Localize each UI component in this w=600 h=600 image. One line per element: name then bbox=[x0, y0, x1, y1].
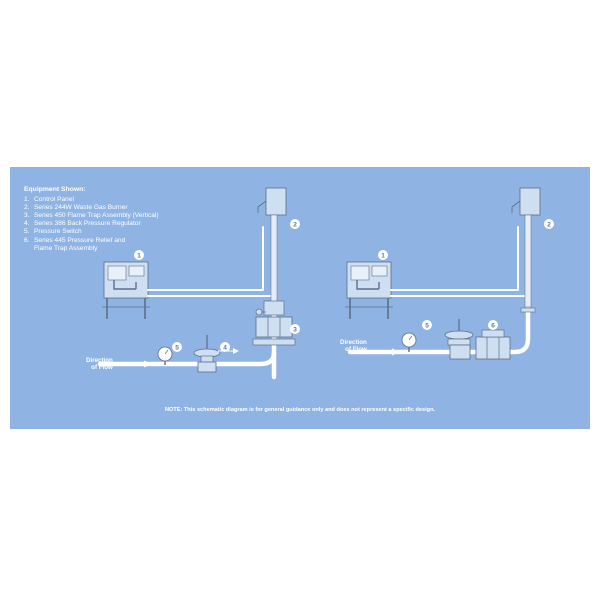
svg-text:2: 2 bbox=[547, 222, 551, 229]
callout-right-1: 1 bbox=[378, 250, 388, 260]
svg-text:3: 3 bbox=[293, 327, 297, 334]
legend-title: Equipment Shown: bbox=[24, 186, 86, 193]
svg-text:1: 1 bbox=[137, 253, 141, 260]
legend-item-label: Series 244W Waste Gas Burner bbox=[34, 204, 128, 212]
callout-right-6: 6 bbox=[488, 320, 498, 330]
legend-item-number: 4. bbox=[24, 220, 30, 228]
callout-left-2: 2 bbox=[290, 219, 300, 229]
legend-item-label: Pressure Switch bbox=[34, 228, 82, 236]
legend-item-label: Series 386 Back Pressure Regulator bbox=[34, 220, 141, 228]
legend-item-number: 6. bbox=[24, 236, 30, 244]
pressure-switch-right bbox=[401, 332, 417, 352]
svg-text:1: 1 bbox=[381, 253, 385, 260]
legend-item-label: Series 445 Pressure Relief and Flame Tra… bbox=[34, 236, 126, 252]
legend-item-label: Control Panel bbox=[34, 196, 74, 204]
callout-left-4: 4 bbox=[220, 342, 230, 352]
schematic-diagram: 1 2 3 4 5 bbox=[97, 187, 554, 380]
svg-text:4: 4 bbox=[223, 345, 227, 352]
pressure-switch-left bbox=[157, 346, 173, 365]
svg-text:5: 5 bbox=[425, 323, 429, 330]
legend-item-number: 1. bbox=[24, 196, 30, 204]
legend-item: 6. Series 445 Pressure Relief and Flame T… bbox=[24, 237, 159, 253]
disclaimer-note: NOTE: This schematic diagram is for gene… bbox=[164, 407, 436, 413]
svg-text:6: 6 bbox=[491, 323, 495, 330]
equipment-legend: Equipment Shown: 1. Control Panel 2. Series… bbox=[24, 186, 159, 253]
svg-text:2: 2 bbox=[293, 222, 297, 229]
legend-list: 1. Control Panel 2. Series 244W Waste Gas B… bbox=[24, 196, 159, 253]
legend-item: 4. Series 386 Back Pressure Regulator bbox=[24, 220, 159, 228]
direction-of-flow-label-left: Direction of Flow bbox=[86, 357, 113, 371]
callout-left-5: 5 bbox=[172, 342, 182, 352]
control-panel-right bbox=[345, 261, 393, 319]
legend-item: 1. Control Panel bbox=[24, 196, 159, 204]
legend-item-number: 3. bbox=[24, 212, 30, 220]
callout-left-3: 3 bbox=[290, 324, 300, 334]
legend-item-label: Series 450 Flame Trap Assembly (Vertical… bbox=[34, 212, 159, 220]
direction-of-flow-label-right: Direction of Flow bbox=[340, 339, 367, 353]
control-panel-left bbox=[102, 261, 150, 319]
callout-right-2: 2 bbox=[544, 219, 554, 229]
svg-text:5: 5 bbox=[175, 345, 179, 352]
legend-item-number: 5. bbox=[24, 228, 30, 236]
legend-item: 2. Series 244W Waste Gas Burner bbox=[24, 204, 159, 212]
callout-right-5: 5 bbox=[422, 320, 432, 330]
waste-gas-burner-right bbox=[511, 187, 541, 313]
legend-item: 5. Pressure Switch bbox=[24, 228, 159, 236]
pressure-relief-flame-trap bbox=[444, 319, 511, 360]
flame-trap-assembly-left bbox=[252, 300, 296, 346]
schematic-panel: 1 2 3 4 5 bbox=[10, 167, 590, 429]
callout-left-1: 1 bbox=[134, 250, 144, 260]
legend-item-number: 2. bbox=[24, 204, 30, 212]
legend-item: 3. Series 450 Flame Trap Assembly (Vertic… bbox=[24, 212, 159, 220]
waste-gas-burner-left bbox=[257, 187, 287, 308]
back-pressure-regulator bbox=[193, 335, 221, 373]
